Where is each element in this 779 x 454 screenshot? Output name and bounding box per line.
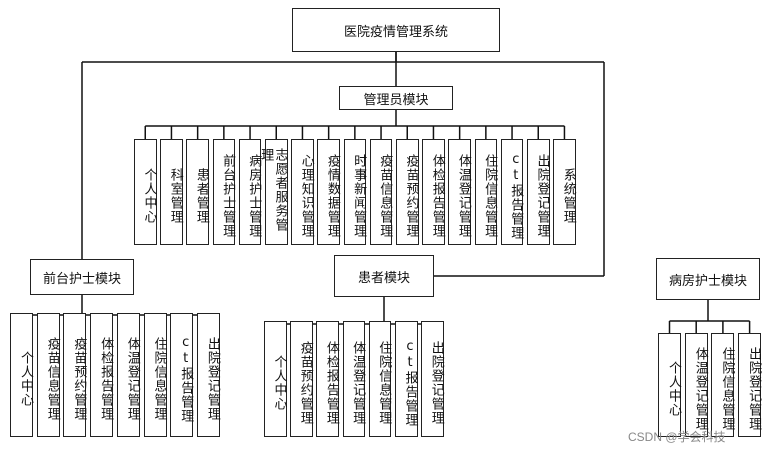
ward-nurse-item: 体温登记管理	[684, 333, 708, 437]
admin-item: 心理知识管理	[291, 139, 314, 245]
patient-item: 体温登记管理	[342, 321, 366, 437]
ward-nurse-item: 住院信息管理	[711, 333, 735, 437]
admin-item: 疫情数据管理	[317, 139, 340, 245]
patient-item: 住院信息管理	[368, 321, 392, 437]
admin-item: 前台护士管理	[212, 139, 236, 245]
admin-item: ct报告管理	[500, 139, 524, 245]
front-nurse-item: 疫苗信息管理	[36, 313, 60, 437]
admin-module-node: 管理员模块	[339, 86, 453, 110]
patient-module-node: 患者模块	[334, 255, 434, 297]
front-nurse-item: 住院信息管理	[143, 313, 167, 437]
admin-item: 科室管理	[160, 139, 183, 245]
admin-item: 时事新闻管理	[343, 139, 367, 245]
admin-item: 个人中心	[134, 139, 157, 245]
front-nurse-item: ct报告管理	[170, 313, 194, 437]
admin-item: 志愿者服务管理	[258, 139, 288, 245]
admin-item: 病房护士管理	[238, 139, 262, 245]
root-node: 医院疫情管理系统	[292, 8, 500, 52]
admin-item: 住院信息管理	[474, 139, 498, 245]
ward-nurse-module-node: 病房护士模块	[656, 258, 760, 300]
admin-item: 体温登记管理	[448, 139, 471, 245]
front-nurse-item: 疫苗预约管理	[63, 313, 87, 437]
admin-item: 疫苗预约管理	[396, 139, 419, 245]
admin-item: 系统管理	[553, 139, 576, 245]
front-nurse-item: 出院登记管理	[196, 313, 220, 437]
admin-item: 出院登记管理	[527, 139, 550, 245]
patient-item: 体检报告管理	[316, 321, 339, 437]
admin-item: 疫苗信息管理	[369, 139, 393, 245]
front-nurse-item: 体温登记管理	[116, 313, 140, 437]
patient-item: 出院登记管理	[421, 321, 444, 437]
front-nurse-item: 体检报告管理	[90, 313, 114, 437]
admin-item: 患者管理	[186, 139, 209, 245]
watermark: CSDN @学会科技	[628, 430, 726, 444]
patient-item: ct报告管理	[395, 321, 418, 437]
admin-item: 体检报告管理	[422, 139, 445, 245]
patient-item: 个人中心	[264, 321, 287, 437]
patient-item: 疫苗预约管理	[290, 321, 313, 437]
ward-nurse-item: 出院登记管理	[738, 333, 762, 437]
front-nurse-module-node: 前台护士模块	[30, 259, 134, 295]
ward-nurse-item: 个人中心	[658, 333, 681, 437]
front-nurse-item: 个人中心	[10, 313, 33, 437]
